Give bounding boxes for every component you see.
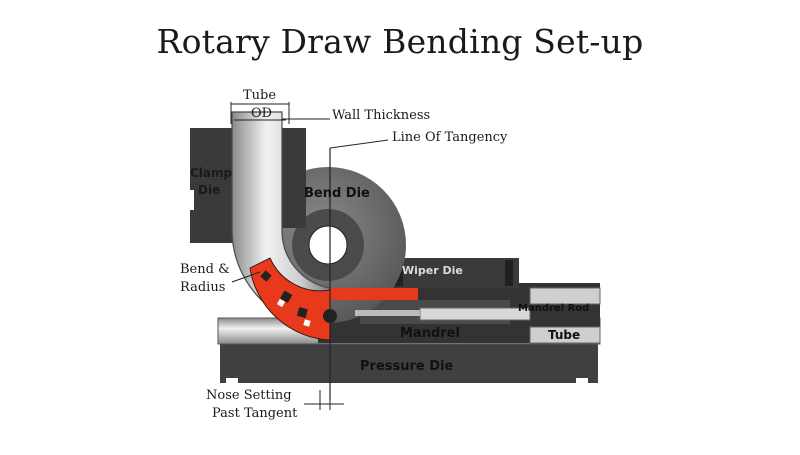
label-tube-od-top: Tube	[243, 88, 277, 103]
part-pressure-die: Pressure Die	[360, 359, 454, 374]
label-line-of-tangency: Line Of Tangency	[392, 130, 508, 145]
mandrel-balls	[249, 257, 420, 341]
part-tube: Tube	[548, 328, 581, 342]
part-mandrel: Mandrel	[400, 326, 460, 341]
label-nose-setting-1: Nose Setting	[206, 388, 292, 403]
label-od: OD	[251, 106, 273, 121]
label-bend-radius-2: Radius	[180, 280, 226, 295]
part-bend-die: Bend Die	[304, 186, 370, 201]
part-clamp-die-2: Die	[198, 183, 221, 197]
part-wiper-die: Wiper Die	[402, 264, 463, 277]
wiper-die	[385, 258, 519, 288]
part-mandrel-rod: Mandrel Rod	[518, 303, 590, 314]
label-nose-setting-2: Past Tangent	[212, 406, 298, 421]
label-bend-radius-1: Bend &	[180, 262, 230, 277]
label-wall-thickness: Wall Thickness	[332, 108, 431, 123]
clamp-die	[188, 128, 235, 243]
part-clamp-die-1: Clamp	[190, 166, 233, 180]
page-title: Rotary Draw Bending Set-up	[156, 22, 644, 61]
bend-die	[250, 128, 406, 323]
pressure-die	[220, 340, 598, 386]
